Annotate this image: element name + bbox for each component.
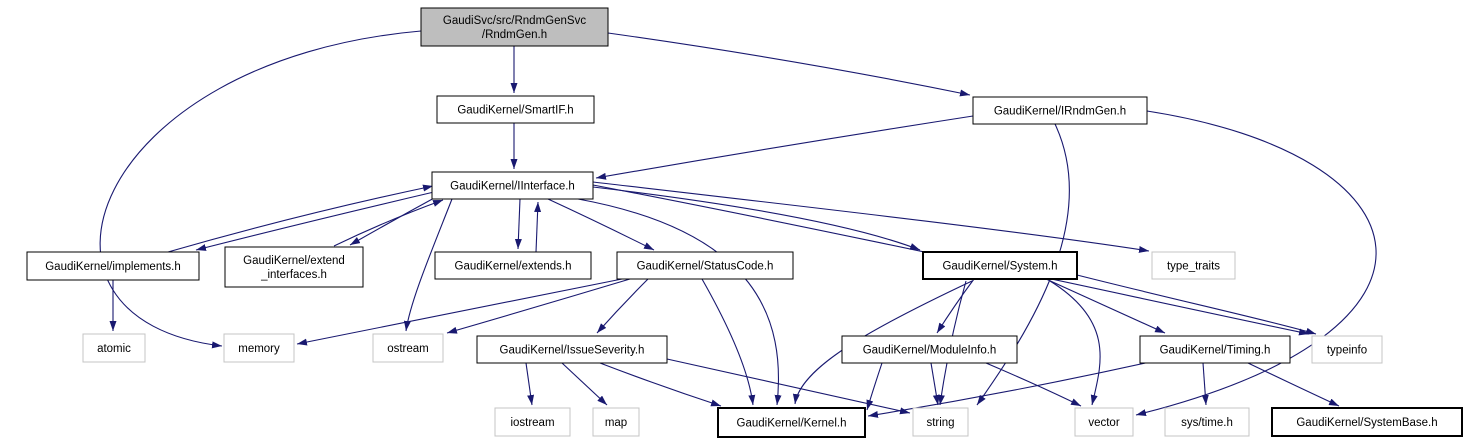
node-label-timing: GaudiKernel/Timing.h — [1160, 345, 1271, 357]
node-label-kernel: GaudiKernel/Kernel.h — [737, 418, 847, 430]
node-layer: GaudiSvc/src/RndmGenSvc/RndmGen.hGaudiKe… — [26, 7, 1463, 438]
edge-issueseverity-to-iostream — [525, 362, 535, 406]
node-extendifaces[interactable]: GaudiKernel/extend _interfaces.h — [224, 246, 364, 288]
node-label-memory: memory — [238, 343, 280, 355]
node-vector: vector — [1074, 407, 1134, 437]
edge-irndmgen-to-vector — [1135, 110, 1377, 416]
edge-statuscode-to-memory — [296, 278, 623, 346]
node-label-system: GaudiKernel/System.h — [942, 261, 1057, 273]
node-label-string: string — [926, 417, 954, 429]
node-label-systime: sys/time.h — [1181, 417, 1233, 429]
node-label-extends: GaudiKernel/extends.h — [455, 261, 572, 273]
edge-moduleinfo-to-string — [930, 362, 940, 406]
node-label-iostream: iostream — [510, 417, 554, 429]
node-smartif[interactable]: GaudiKernel/SmartIF.h — [436, 95, 595, 124]
node-label-atomic: atomic — [97, 343, 131, 355]
node-rndmgen: GaudiSvc/src/RndmGenSvc/RndmGen.h — [420, 7, 609, 47]
node-label-ostream: ostream — [387, 343, 429, 355]
node-iostream: iostream — [494, 407, 571, 437]
node-label-rndmgen-line1: GaudiSvc/src/RndmGenSvc — [443, 15, 586, 27]
node-label-smartif: GaudiKernel/SmartIF.h — [457, 105, 573, 117]
node-memory: memory — [223, 333, 295, 363]
node-implements[interactable]: GaudiKernel/implements.h — [26, 251, 200, 281]
edge-system-to-timing — [1045, 278, 1166, 334]
edge-implements-to-iinterface — [167, 184, 434, 253]
node-typetraits: type_traits — [1151, 251, 1236, 280]
node-label-map: map — [605, 417, 627, 429]
node-label-implements: GaudiKernel/implements.h — [45, 261, 181, 273]
node-label-systembase: GaudiKernel/SystemBase.h — [1296, 417, 1437, 429]
node-label-iinterface: GaudiKernel/IInterface.h — [450, 181, 575, 193]
edge-system-to-typeinfo — [1076, 274, 1317, 335]
node-label-irndmgen: GaudiKernel/IRndmGen.h — [994, 106, 1126, 118]
edge-system-to-vector — [1049, 280, 1101, 406]
node-label-typetraits: type_traits — [1167, 261, 1220, 273]
node-kernel[interactable]: GaudiKernel/Kernel.h — [717, 407, 866, 438]
edge-rndmgen-to-memory — [99, 30, 422, 349]
node-label-statuscode: GaudiKernel/StatusCode.h — [637, 261, 774, 273]
edge-statuscode-to-issueseverity — [596, 278, 649, 334]
node-string: string — [912, 407, 969, 437]
node-issueseverity[interactable]: GaudiKernel/IssueSeverity.h — [476, 335, 668, 364]
node-statuscode[interactable]: GaudiKernel/StatusCode.h — [616, 251, 794, 280]
node-timing[interactable]: GaudiKernel/Timing.h — [1139, 335, 1291, 364]
edge-timing-to-systime — [1201, 362, 1209, 406]
node-ostream: ostream — [372, 333, 444, 363]
node-label-typeinfo: typeinfo — [1327, 345, 1367, 357]
edge-issueseverity-to-map — [561, 362, 608, 406]
node-atomic: atomic — [82, 333, 146, 363]
edge-extendifaces-to-iinterface — [333, 199, 444, 247]
edge-iinterface-to-extends — [514, 198, 522, 250]
node-label-vector: vector — [1088, 417, 1119, 429]
edge-irndmgen-to-iinterface — [595, 115, 974, 180]
node-map: map — [592, 407, 640, 437]
node-typeinfo: typeinfo — [1311, 335, 1383, 364]
edge-iinterface-to-ostream — [403, 198, 453, 332]
edge-iinterface-to-statuscode — [547, 198, 655, 251]
node-system[interactable]: GaudiKernel/System.h — [922, 251, 1078, 280]
edge-extends-to-iinterface — [534, 201, 542, 253]
node-extends[interactable]: GaudiKernel/extends.h — [434, 251, 592, 280]
edge-moduleinfo-to-kernel — [866, 362, 883, 411]
node-label-extendifaces-line2: _interfaces.h — [260, 269, 327, 281]
node-systembase[interactable]: GaudiKernel/SystemBase.h — [1271, 407, 1463, 437]
node-irndmgen[interactable]: GaudiKernel/IRndmGen.h — [972, 96, 1148, 125]
edge-iinterface-to-extendifaces — [349, 196, 437, 246]
node-iinterface[interactable]: GaudiKernel/IInterface.h — [431, 171, 594, 200]
node-label-issueseverity: GaudiKernel/IssueSeverity.h — [500, 345, 645, 357]
node-moduleinfo[interactable]: GaudiKernel/ModuleInfo.h — [841, 335, 1018, 364]
edge-timing-to-kernel — [867, 361, 1151, 418]
edge-timing-to-systembase — [1247, 362, 1340, 407]
edge-system-to-moduleinfo — [936, 278, 975, 334]
node-label-extendifaces-line1: GaudiKernel/extend — [243, 255, 345, 267]
node-label-moduleinfo: GaudiKernel/ModuleInfo.h — [863, 345, 997, 357]
edge-issueseverity-to-kernel — [599, 362, 722, 407]
edge-iinterface-to-implements — [195, 191, 435, 251]
edge-iinterface-to-typetraits — [592, 181, 1150, 253]
node-systime: sys/time.h — [1164, 407, 1250, 437]
edge-moduleinfo-to-vector — [985, 362, 1082, 407]
node-label-rndmgen-line2: /RndmGen.h — [482, 29, 547, 41]
edge-rndmgen-to-irndmgen — [607, 32, 971, 97]
edge-iinterface-to-system — [592, 186, 921, 251]
edge-issueseverity-to-string — [666, 358, 911, 415]
edge-statuscode-to-ostream — [446, 278, 631, 334]
edge-iinterface-to-kernel — [577, 198, 782, 406]
edge-statuscode-to-kernel — [701, 278, 756, 406]
